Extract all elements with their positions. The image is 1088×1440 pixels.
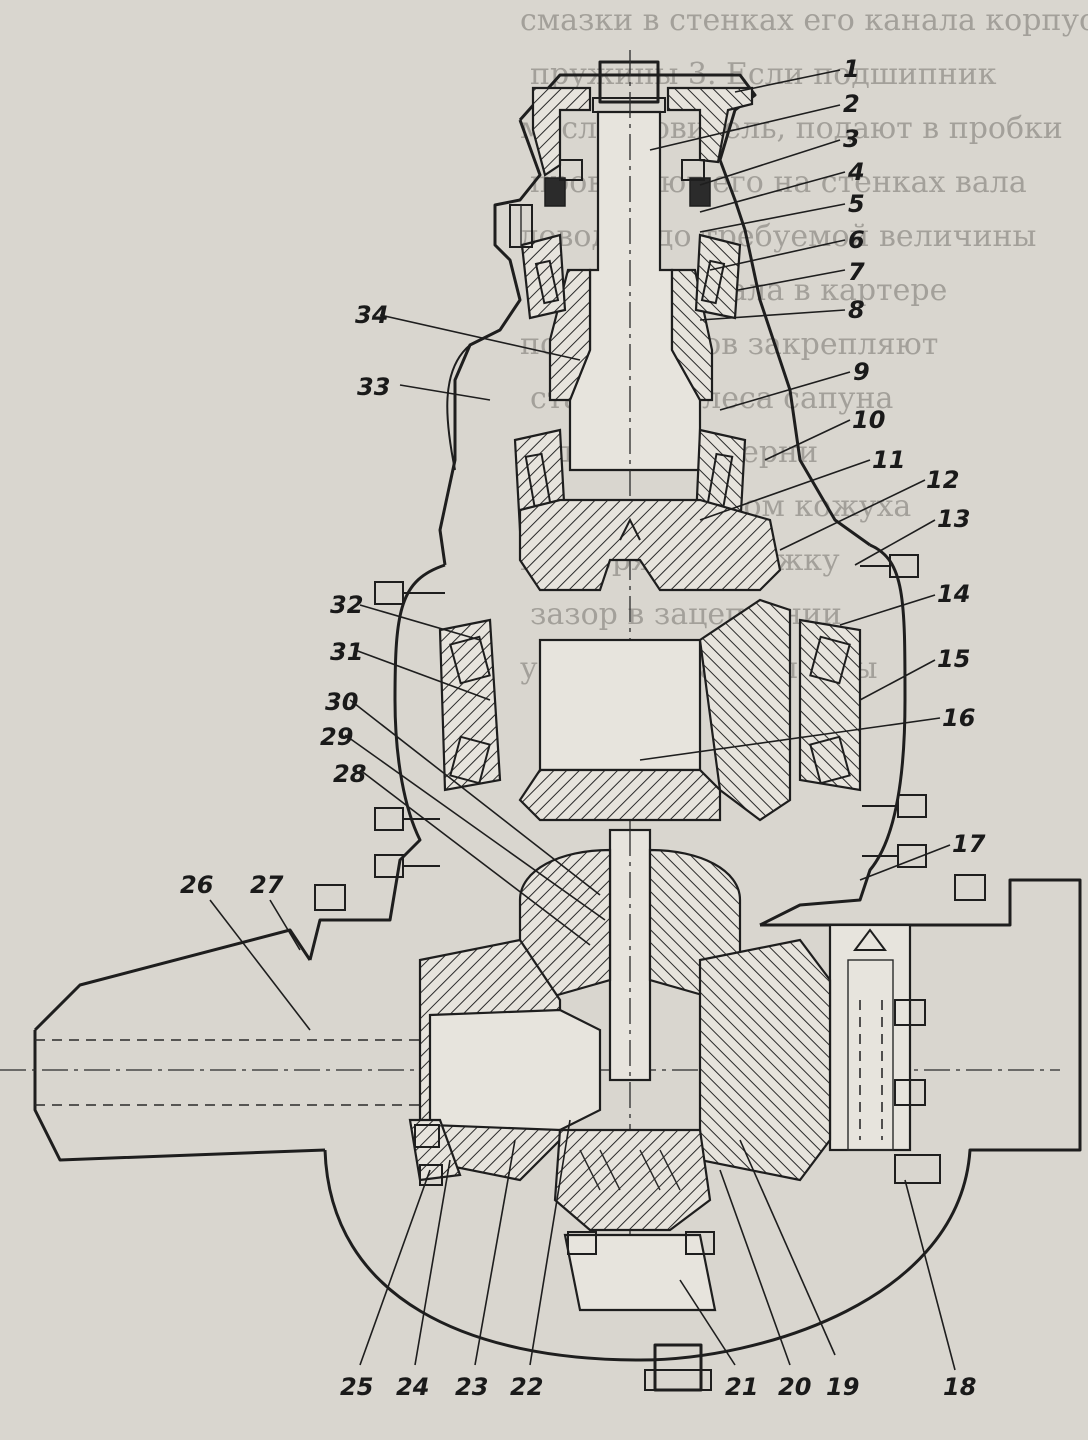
differential-gears xyxy=(408,828,832,1312)
callout-28: 28 xyxy=(333,760,366,788)
differential-cage xyxy=(314,554,986,911)
callout-9: 9 xyxy=(853,358,870,386)
callout-20: 20 xyxy=(778,1373,811,1401)
callout-19: 19 xyxy=(826,1373,859,1401)
callout-13: 13 xyxy=(937,505,970,533)
callout-17: 17 xyxy=(952,830,986,858)
gearbox-housing xyxy=(0,73,1082,1392)
callout-numbers: 1 2 3 4 5 6 7 8 9 10 11 12 13 14 15 16 1… xyxy=(180,55,986,1401)
callout-24: 24 xyxy=(396,1373,429,1401)
callout-25: 25 xyxy=(340,1373,373,1401)
callout-18: 18 xyxy=(943,1373,976,1401)
callout-12: 12 xyxy=(926,466,959,494)
callout-32: 32 xyxy=(330,591,363,619)
callout-6: 6 xyxy=(848,226,865,254)
leader-lines xyxy=(209,69,956,1371)
callout-5: 5 xyxy=(848,190,865,218)
callout-29: 29 xyxy=(320,723,353,751)
background-text-line: смазки в стенках его канала корпуса подш… xyxy=(520,3,1088,38)
callout-31: 31 xyxy=(330,638,363,666)
callout-30: 30 xyxy=(325,688,358,716)
callout-21: 21 xyxy=(725,1373,758,1401)
callout-10: 10 xyxy=(852,406,885,434)
callout-27: 27 xyxy=(250,871,284,899)
background-text-line: зазор в зацеплении xyxy=(530,597,842,632)
callout-22: 22 xyxy=(510,1373,543,1401)
bevel-pinion-gear xyxy=(518,498,782,592)
callout-23: 23 xyxy=(455,1373,488,1401)
callout-33: 33 xyxy=(357,373,390,401)
callout-34: 34 xyxy=(355,301,388,329)
callout-1: 1 xyxy=(843,55,860,83)
callout-7: 7 xyxy=(848,258,865,286)
callout-8: 8 xyxy=(848,296,865,324)
callout-4: 4 xyxy=(847,158,865,186)
callout-2: 2 xyxy=(843,90,860,118)
callout-3: 3 xyxy=(843,125,860,153)
callout-15: 15 xyxy=(937,645,970,673)
drive-pinion-shaft xyxy=(509,50,754,930)
callout-26: 26 xyxy=(180,871,213,899)
callout-16: 16 xyxy=(942,704,975,732)
callout-14: 14 xyxy=(937,580,970,608)
callout-11: 11 xyxy=(872,446,905,474)
